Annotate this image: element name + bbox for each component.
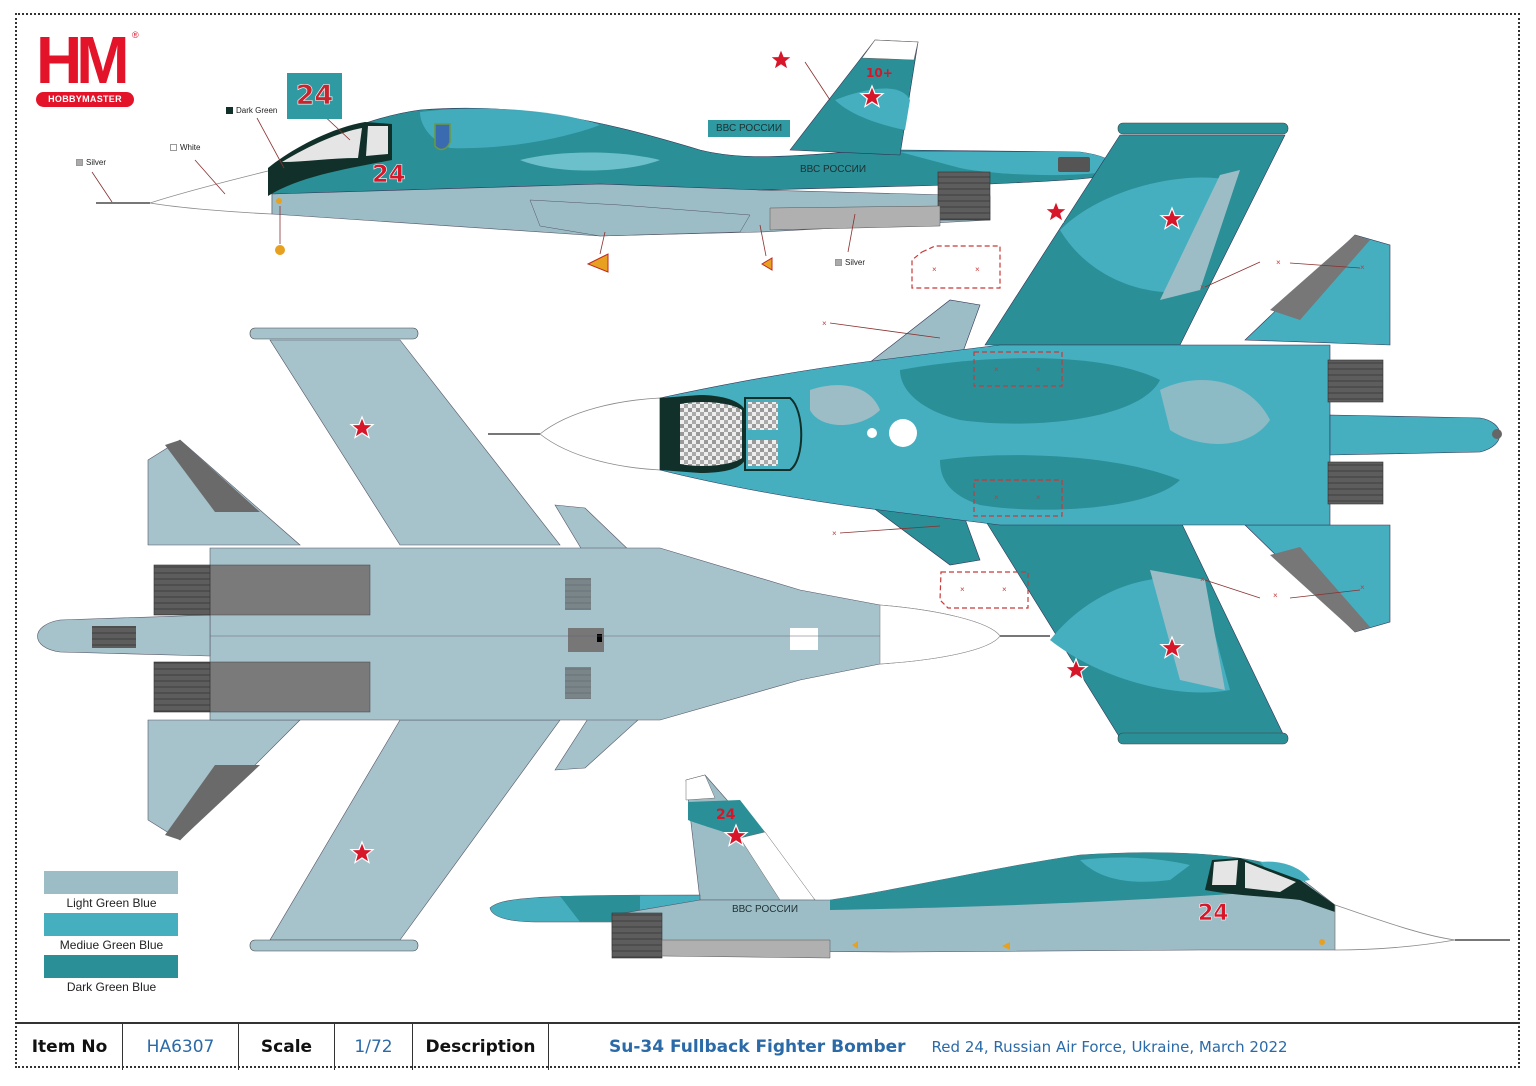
- description-label: Description: [413, 1024, 549, 1070]
- dark-green-swatch: [226, 107, 233, 114]
- bort-number-fin: 24: [716, 807, 736, 823]
- legend-item-medium: Mediue Green Blue: [44, 913, 179, 955]
- top-view-plan: × × × × × × × × × × × × × × × ×: [488, 122, 1502, 745]
- svg-text:×: ×: [932, 265, 937, 274]
- callout-white: White: [170, 143, 200, 152]
- color-legend: Light Green Blue Mediue Green Blue Dark …: [44, 871, 179, 997]
- legend-swatch: [44, 913, 178, 936]
- svg-text:×: ×: [822, 319, 827, 328]
- svg-text:×: ×: [1036, 493, 1041, 502]
- bort-number-side-right: 24: [1198, 901, 1229, 926]
- legend-label: Mediue Green Blue: [59, 938, 164, 952]
- side-view-right-profile: 24 24 ВВС РОССИИ: [489, 774, 1510, 959]
- callout-label: White: [180, 143, 201, 152]
- legend-item-dark: Dark Green Blue: [44, 955, 179, 997]
- vvs-text-fuselage-right: ВВС РОССИИ: [732, 904, 798, 915]
- logo-plate: HOBBYMASTER: [36, 92, 134, 107]
- callout-silver-belly: Silver: [835, 258, 865, 267]
- svg-text:×: ×: [1360, 583, 1365, 592]
- legend-item-light: Light Green Blue: [44, 871, 179, 913]
- white-swatch: [170, 144, 177, 151]
- svg-text:×: ×: [994, 365, 999, 374]
- callout-dark-green: Dark Green: [226, 106, 277, 115]
- svg-text:×: ×: [960, 585, 965, 594]
- description: Su-34 Fullback Fighter Bomber Red 24, Ru…: [549, 1037, 1288, 1057]
- callout-label: Dark Green: [236, 106, 278, 115]
- callout-silver-nose: Silver: [76, 158, 106, 167]
- silver-swatch: [835, 259, 842, 266]
- scale-value: 1/72: [335, 1024, 413, 1070]
- callout-label: Silver: [86, 158, 107, 167]
- svg-text:×: ×: [1200, 283, 1205, 292]
- svg-text:×: ×: [1200, 575, 1205, 584]
- legend-label: Light Green Blue: [66, 896, 157, 910]
- logo-hm: HM: [36, 22, 129, 98]
- model-title: Su-34 Fullback Fighter Bomber: [609, 1037, 906, 1057]
- vvs-text-fuselage: ВВС РОССИИ: [800, 164, 866, 175]
- hobbymaster-logo: HM ® HOBBYMASTER: [36, 22, 139, 108]
- info-bar: Item No HA6307 Scale 1/72 Description Su…: [17, 1022, 1520, 1070]
- svg-text:×: ×: [1036, 365, 1041, 374]
- scale-label: Scale: [239, 1024, 335, 1070]
- logo-registered-mark: ®: [132, 30, 139, 40]
- fin-code: 10+: [866, 66, 893, 80]
- svg-text:×: ×: [994, 493, 999, 502]
- bottom-view-underside: [37, 327, 1050, 952]
- svg-text:×: ×: [975, 265, 980, 274]
- legend-swatch: [44, 955, 178, 978]
- side-view-left-profile: 10+ 24 ВВС РОССИИ: [91, 39, 1119, 273]
- bort-number-side: 24: [372, 160, 405, 188]
- legend-label: Dark Green Blue: [66, 980, 157, 994]
- item-no-label: Item No: [17, 1024, 123, 1070]
- vvs-rossii-decal: ВВС РОССИИ: [708, 120, 790, 137]
- legend-swatch: [44, 871, 178, 894]
- model-subtitle: Red 24, Russian Air Force, Ukraine, Marc…: [931, 1038, 1288, 1056]
- bort-number-decal: 24: [287, 73, 342, 119]
- page-border: [15, 13, 1520, 1068]
- callout-label: Silver: [845, 258, 866, 267]
- svg-text:×: ×: [1002, 585, 1007, 594]
- svg-text:×: ×: [1276, 258, 1281, 267]
- item-no-value: HA6307: [123, 1024, 239, 1070]
- svg-text:×: ×: [1360, 263, 1365, 272]
- svg-text:×: ×: [1273, 591, 1278, 600]
- svg-text:×: ×: [832, 529, 837, 538]
- silver-swatch: [76, 159, 83, 166]
